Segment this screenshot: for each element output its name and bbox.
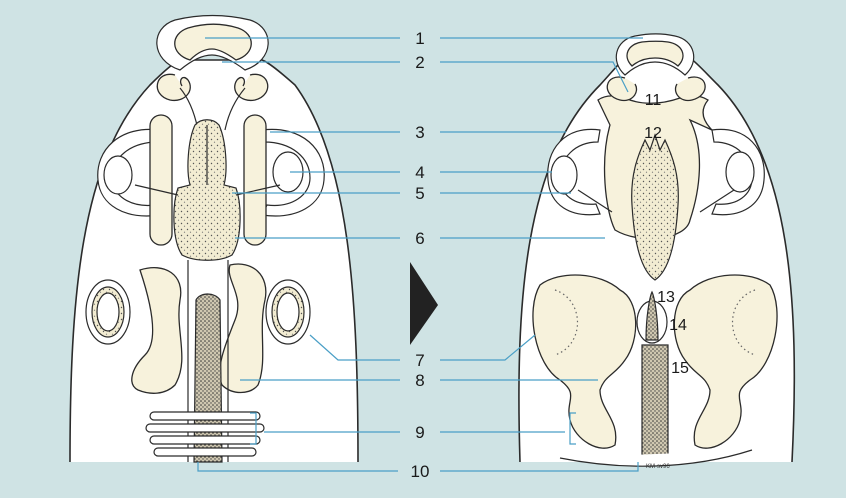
left-nerve-r [224,87,246,131]
leader-10 [197,462,639,472]
leader-2 [222,61,629,93]
left-prostomium-inner [174,23,252,61]
leader-lines [197,37,643,472]
left-segments [145,411,265,457]
label-10: 10 [411,462,430,481]
right-lobe-r [673,274,778,449]
label-5: 5 [415,184,424,203]
left-nuchal-organ-r [234,73,269,102]
right-lobe-r-dots [732,289,756,356]
label-9: 9 [415,423,424,442]
right-nuchal-l [606,76,638,102]
right-lower-curve [559,449,753,467]
artist-signature: KM-sv96 [646,464,670,470]
left-lobe-r [219,263,267,394]
label-14: 14 [669,317,687,334]
left-lobe-l [131,267,183,394]
label-12: 12 [644,125,662,142]
label-7: 7 [415,351,424,370]
triangle-right-arrow-icon [410,262,438,345]
right-nuchal-r [674,76,706,102]
left-ring-r-hole [276,292,300,332]
label-1: 1 [415,29,424,48]
left-ring-l-hole [96,292,120,332]
left-head [69,14,359,463]
label-3: 3 [415,123,424,142]
label-6: 6 [415,229,424,248]
left-eye-l [103,155,133,195]
right-brain [631,133,679,281]
label-11: 11 [645,92,662,109]
right-prostomium-inner [626,40,684,67]
left-rod-r [243,114,267,246]
right-proboscis [641,344,669,463]
label-8: 8 [415,371,424,390]
right-lobe-l-dots [554,289,578,356]
left-conn-l [134,184,179,196]
label-4: 4 [415,163,424,182]
leader-7 [309,334,536,361]
right-head [518,33,796,467]
left-rod-l [149,114,173,246]
right-stylet [645,290,659,341]
right-eye-r [725,151,755,193]
label-15: 15 [671,360,689,377]
leader-9-brackets [250,412,576,445]
right-eye-connectors [577,189,735,213]
labels: 1 2 3 4 5 6 7 8 9 10 11 12 13 14 15 KM-s… [411,29,689,481]
label-2: 2 [415,53,424,72]
left-brain [173,119,241,261]
label-13: 13 [657,289,675,306]
right-eye-l [550,155,578,195]
